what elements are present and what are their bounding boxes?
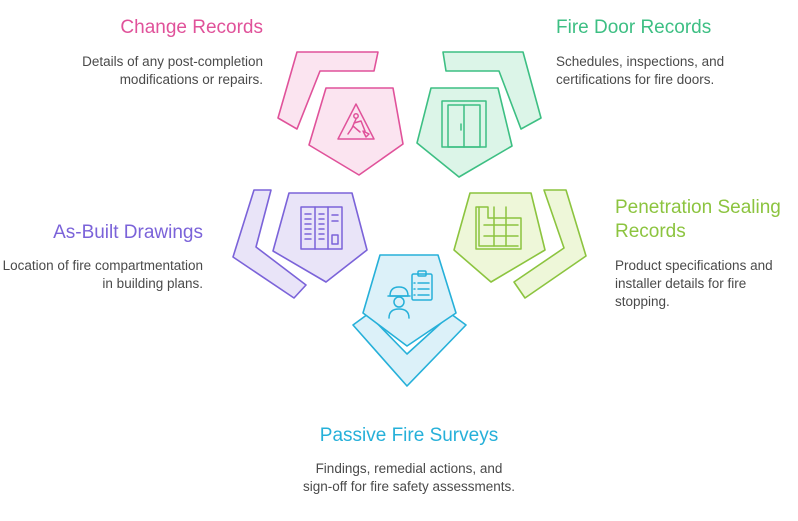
passive-fire-surveys-segment [352,254,467,387]
fire-door-records-description: Schedules, inspections, and certificatio… [556,54,725,87]
as-built-drawings-description: Location of fire compartmentation in bui… [2,258,203,291]
penetration-sealing-title: Penetration Sealing Records [615,197,781,242]
as-built-drawings-chevron [232,189,307,299]
change-records-segment [277,51,404,176]
change-records-pentagon [308,87,404,176]
change-records-chevron [277,51,379,130]
inspector-clipboard-icon [387,270,433,319]
fire-door-records-segment [416,51,542,178]
passive-fire-surveys-title: Passive Fire Surveys [319,425,499,446]
penetration-sealing-description: Product specifications and installer det… [615,258,773,309]
blueprint-drawings-icon [300,206,343,250]
door-icon [441,100,487,148]
penetration-sealing-segment [453,189,587,299]
penetration-sealing-chevron [513,189,587,299]
as-built-drawings-title: As-Built Drawings [53,222,203,243]
fire-door-records-chevron [442,51,542,130]
passive-fire-surveys-description: Findings, remedial actions, and sign-off… [302,461,516,494]
change-records-title: Change Records [120,17,263,38]
change-records-description: Details of any post-completion modificat… [82,54,263,87]
fire-door-records-title: Fire Door Records [556,17,712,38]
as-built-drawings-segment [232,189,368,299]
penetration-sealing-pentagon [453,192,546,283]
worker-digging-icon [337,103,375,140]
as-built-drawings-pentagon [272,192,368,283]
floor-plan-grid-icon [475,206,522,250]
